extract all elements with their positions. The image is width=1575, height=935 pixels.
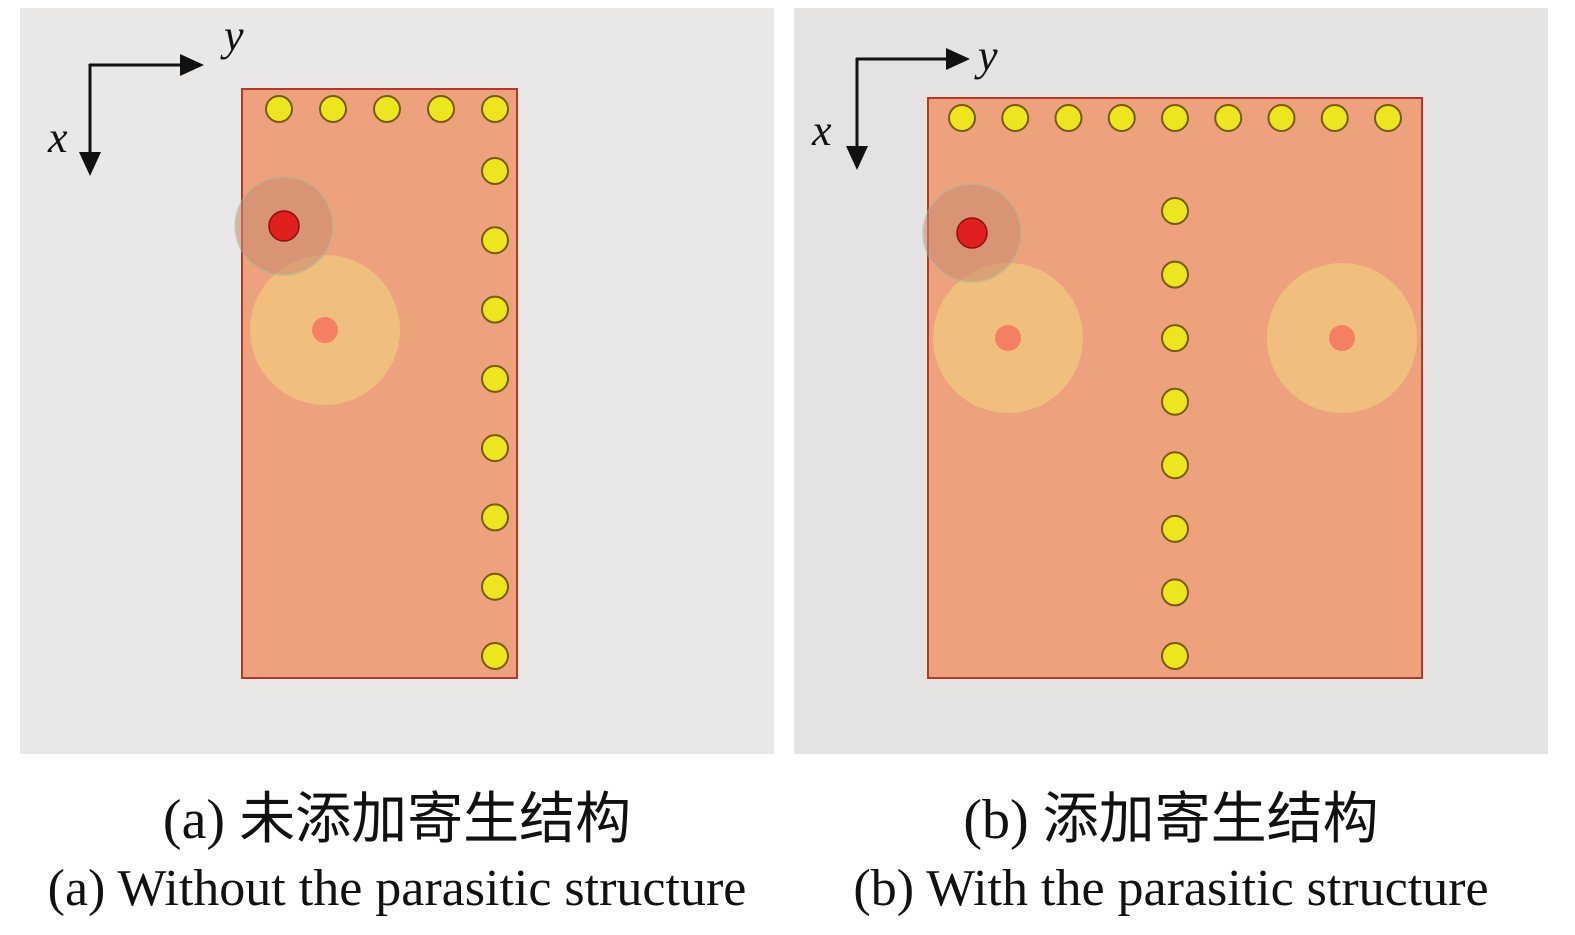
via-hole xyxy=(373,95,401,123)
via-hole xyxy=(1161,451,1189,480)
via-hole xyxy=(1161,514,1189,543)
via-hole xyxy=(481,295,509,324)
feed-dot xyxy=(956,217,988,249)
via-hole xyxy=(1161,642,1189,670)
via-hole xyxy=(1161,260,1189,289)
diagram-b: y x xyxy=(811,31,1423,679)
via-hole xyxy=(1161,104,1189,132)
via-hole xyxy=(1161,324,1189,353)
via-hole xyxy=(319,95,347,123)
caption-a-chinese: (a) 未添加寄生结构 xyxy=(162,789,632,851)
x-axis-arrowhead xyxy=(846,146,868,170)
via-hole xyxy=(481,503,509,532)
y-axis-label: y xyxy=(974,31,998,80)
feed-dot xyxy=(268,210,300,242)
via-hole xyxy=(1054,104,1083,132)
via-hole xyxy=(1001,104,1030,132)
via-hole xyxy=(1107,104,1136,132)
x-axis-label: x xyxy=(47,113,68,162)
via-hole xyxy=(1161,578,1189,607)
via-hole xyxy=(1320,104,1349,132)
via-hole xyxy=(481,364,509,393)
caption-b-english: (b) With the parasitic structure xyxy=(853,860,1489,917)
parasitic-element-left-b xyxy=(933,263,1083,413)
panel-a-without-parasitic: y x xyxy=(20,8,774,754)
via-hole xyxy=(1267,104,1296,132)
via-hole xyxy=(1161,387,1189,416)
axes-a: y x xyxy=(47,11,244,176)
via-hole xyxy=(481,157,509,185)
via-array-a xyxy=(265,95,509,670)
via-hole xyxy=(948,104,976,132)
parasitic-center-dot xyxy=(312,317,338,343)
panel-b-with-parasitic: y x xyxy=(794,8,1548,754)
via-hole xyxy=(1161,197,1189,225)
via-hole xyxy=(481,226,509,255)
y-axis-arrowhead xyxy=(946,48,970,70)
y-axis-label: y xyxy=(220,11,244,60)
parasitic-element-a xyxy=(250,255,400,405)
via-hole xyxy=(481,95,509,123)
feed-point-a xyxy=(234,176,334,276)
via-hole xyxy=(1374,104,1402,132)
caption-a-english: (a) Without the parasitic structure xyxy=(47,860,747,917)
via-hole xyxy=(481,572,509,601)
x-axis-arrowhead xyxy=(79,152,101,176)
x-axis-label: x xyxy=(811,106,832,155)
via-hole xyxy=(427,95,455,123)
parasitic-center-dot xyxy=(1329,325,1355,351)
via-hole xyxy=(1214,104,1243,132)
via-hole xyxy=(265,95,293,123)
parasitic-center-dot xyxy=(995,325,1021,351)
parasitic-element-right-b xyxy=(1267,263,1417,413)
feed-point-b xyxy=(922,183,1022,283)
via-array-b xyxy=(948,104,1402,670)
via-hole xyxy=(481,642,509,670)
caption-b-chinese: (b) 添加寄生结构 xyxy=(963,789,1379,851)
y-axis-arrowhead xyxy=(180,54,204,76)
diagram-a: y x xyxy=(47,11,518,679)
via-hole xyxy=(481,434,509,463)
axes-b: y x xyxy=(811,31,998,170)
